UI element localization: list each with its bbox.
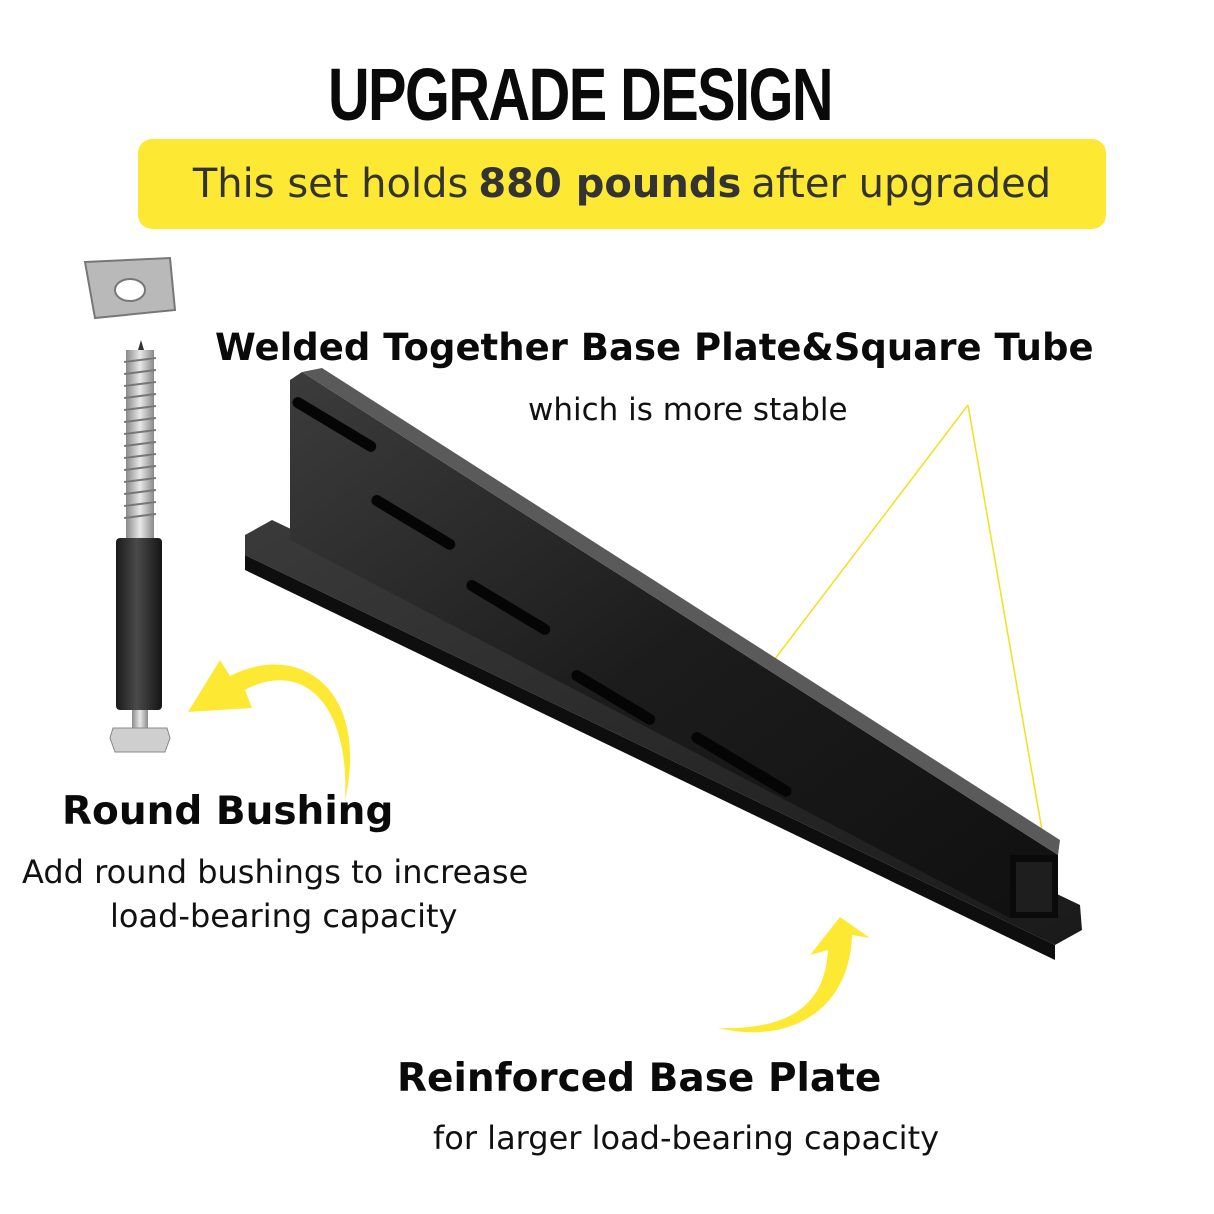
banner-suffix: after upgraded — [751, 161, 1052, 207]
hardware-set — [83, 256, 177, 753]
lag-screw — [123, 340, 157, 538]
banner-prefix: This set holds — [192, 161, 469, 207]
square-washer — [83, 256, 177, 320]
feature-description-base-plate: for larger load-bearing capacity — [433, 1119, 940, 1157]
arrow-icon-base-plate — [718, 917, 870, 1033]
banner-highlight: 880 pounds — [478, 161, 742, 207]
feature-heading-base-plate: Reinforced Base Plate — [397, 1056, 882, 1101]
feature-description-welded: which is more stable — [528, 392, 848, 428]
round-bushing — [109, 538, 171, 753]
callout-lines — [767, 404, 1056, 906]
base-plate — [245, 520, 1082, 960]
feature-heading-bushing: Round Bushing — [62, 789, 394, 834]
square-tube — [290, 368, 1060, 918]
feature-description-bushing-line2: load-bearing capacity — [110, 897, 458, 935]
page-title: UPGRADE DESIGN — [327, 53, 834, 136]
feature-heading-welded: Welded Together Base Plate&Square Tube — [215, 326, 1094, 369]
capacity-banner: This set holds 880 pounds after upgraded — [138, 139, 1106, 229]
feature-description-bushing-line1: Add round bushings to increase — [22, 853, 529, 891]
arrow-icon-bushing — [188, 660, 351, 800]
